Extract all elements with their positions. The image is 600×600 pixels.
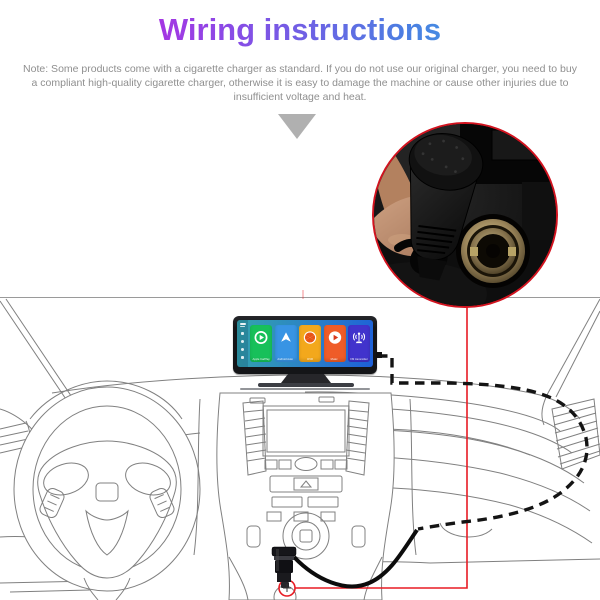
home-icon xyxy=(240,331,245,335)
charger-photo-inset xyxy=(372,122,558,308)
tile-label: Music xyxy=(330,358,339,361)
down-triangle-icon xyxy=(278,114,316,139)
charger-plug-photo xyxy=(408,132,483,280)
dashcam-display-device: Apple CarPlay Android Auto xyxy=(233,316,382,374)
tile-apple-carplay: Apple CarPlay xyxy=(250,325,272,362)
car-interior-sketch xyxy=(0,297,600,600)
device-stand-base xyxy=(258,383,354,387)
dashed-cable-route xyxy=(378,354,589,531)
device-screen: Apple CarPlay Android Auto xyxy=(237,320,373,367)
device-stand-shadow xyxy=(240,388,370,390)
tile-label: DVR xyxy=(307,358,313,361)
tile-dvr: DVR xyxy=(299,325,321,362)
tile-label: FM transmitter xyxy=(350,358,368,361)
tile-label: Apple CarPlay xyxy=(252,358,270,361)
tile-label: Android Auto xyxy=(277,358,294,361)
charger-photo xyxy=(374,124,556,306)
camera-shutter-icon xyxy=(303,331,317,344)
carplay-icon xyxy=(254,331,268,344)
fm-transmitter-icon xyxy=(352,332,366,344)
screen-side-rail xyxy=(237,320,248,367)
tile-fm-transmitter: FM transmitter xyxy=(348,325,370,362)
device-stand xyxy=(281,374,331,383)
page-title: Wiring instructions xyxy=(0,12,600,48)
status-time-2 xyxy=(240,325,245,327)
tile-android-auto: Android Auto xyxy=(274,325,297,362)
cigarette-socket xyxy=(455,213,530,288)
app-tiles: Apple CarPlay Android Auto xyxy=(250,325,370,362)
note-text: Note: Some products come with a cigarett… xyxy=(23,63,577,103)
status-time xyxy=(239,323,246,325)
play-icon xyxy=(328,331,341,344)
apps-icon xyxy=(240,339,245,343)
device-power-port xyxy=(376,352,382,358)
record-icon xyxy=(240,347,245,351)
charger-cable xyxy=(292,528,419,589)
settings-icon xyxy=(240,355,245,359)
tile-music: Music xyxy=(323,325,346,362)
cigarette-charger-plug xyxy=(271,546,297,592)
android-auto-icon xyxy=(280,332,291,342)
